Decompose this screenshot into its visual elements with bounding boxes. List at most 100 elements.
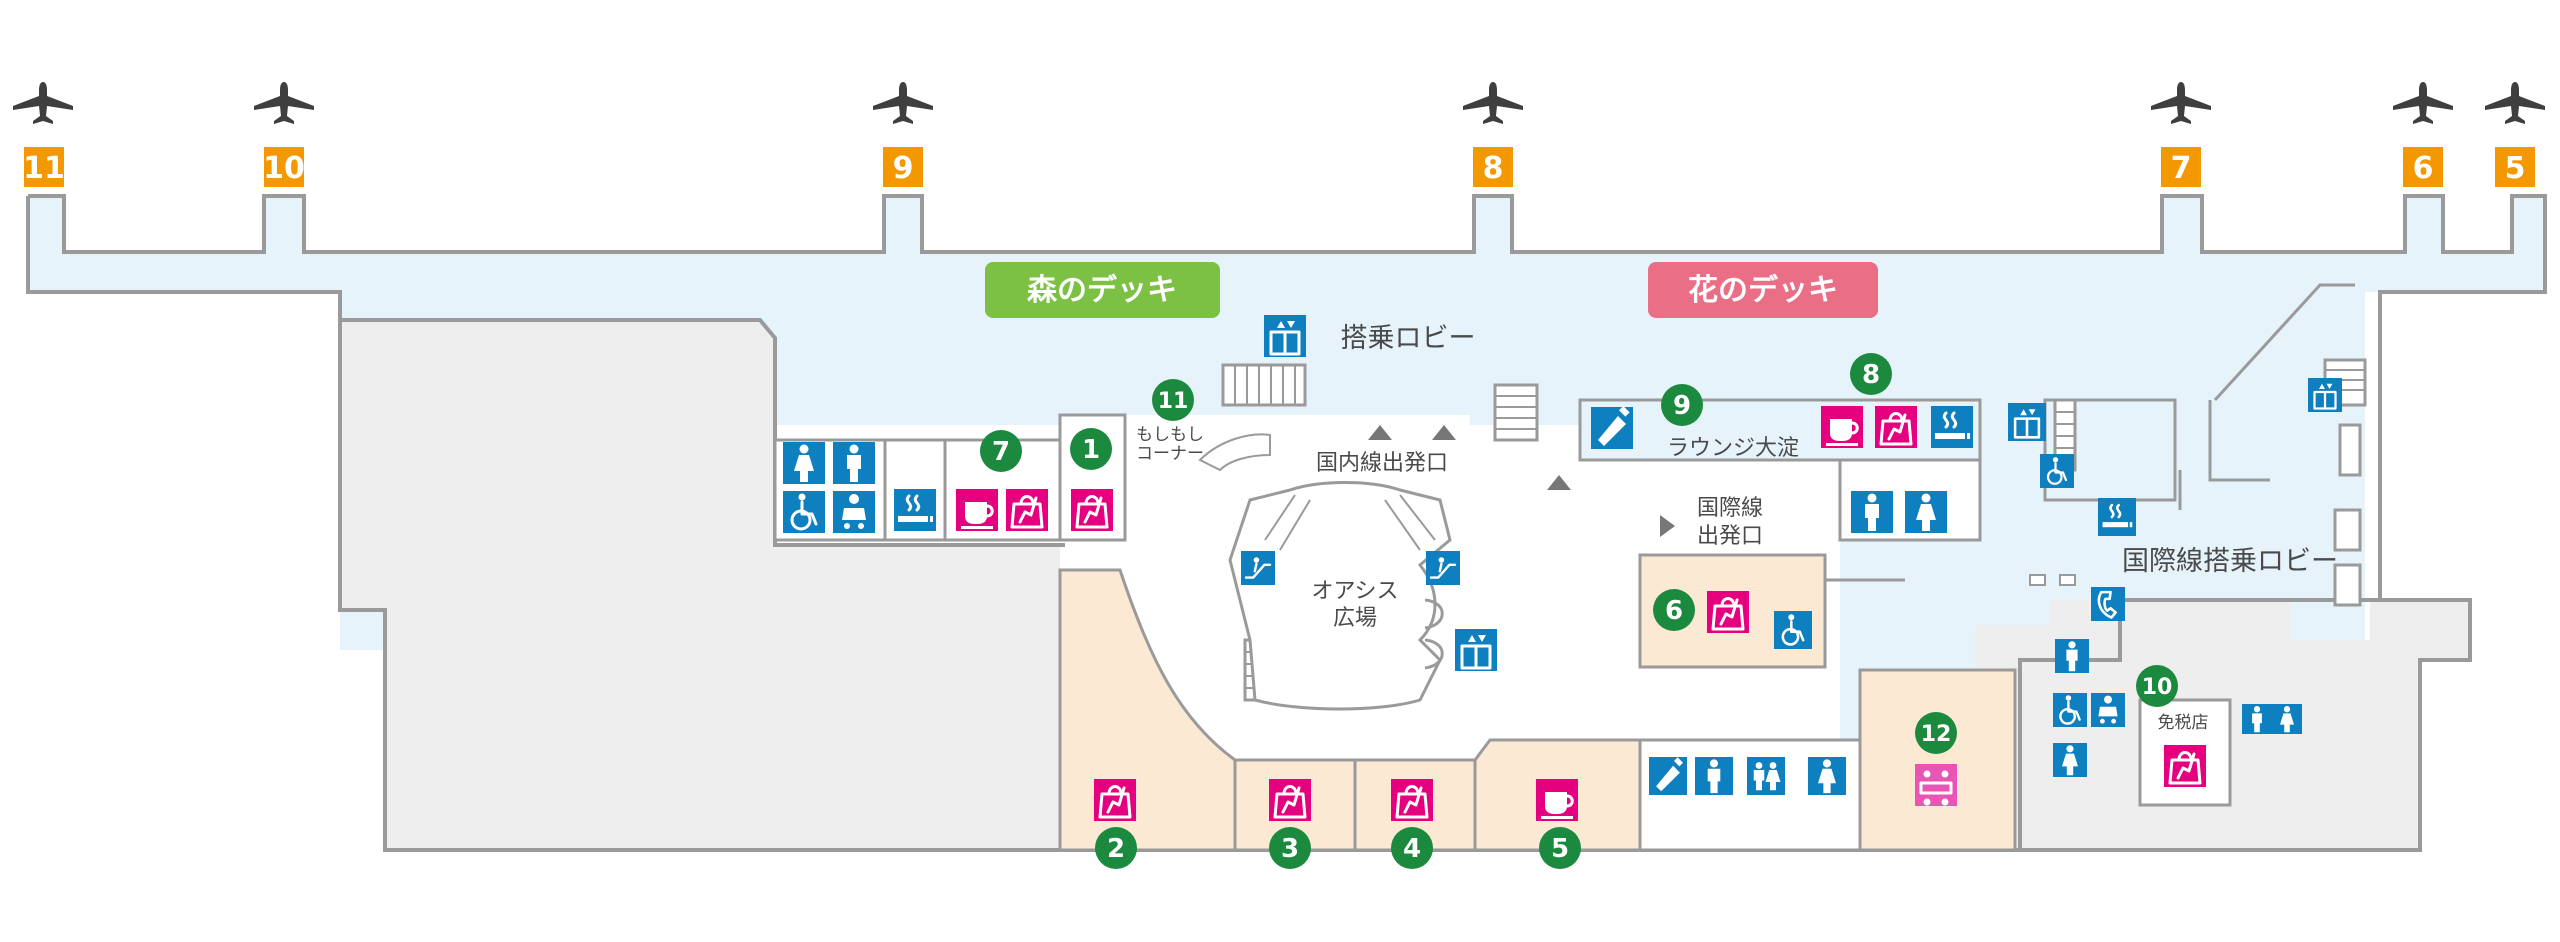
airplane-icon bbox=[873, 82, 933, 124]
marker-4[interactable]: 4 bbox=[1391, 827, 1433, 869]
svg-text:8: 8 bbox=[1862, 360, 1880, 390]
escalator-icon[interactable] bbox=[1241, 551, 1275, 585]
marker-1[interactable]: 1 bbox=[1070, 428, 1112, 470]
womens-restroom-icon[interactable] bbox=[783, 442, 825, 484]
mens-restroom-icon[interactable] bbox=[2242, 704, 2272, 734]
svg-text:4: 4 bbox=[1403, 834, 1421, 864]
facility-icons-intl-lobby bbox=[2008, 378, 2342, 787]
oasis-plaza-label-1: オアシス bbox=[1311, 579, 1398, 604]
svg-text:3: 3 bbox=[1281, 834, 1299, 864]
marker-2[interactable]: 2 bbox=[1095, 827, 1137, 869]
airplane-icons bbox=[13, 82, 2545, 124]
gate-10-badge[interactable]: 10 bbox=[263, 147, 305, 187]
exit-direction-markers bbox=[1368, 425, 1675, 537]
gate-8-badge[interactable]: 8 bbox=[1473, 147, 1513, 187]
accessible-restroom-icon[interactable] bbox=[2040, 454, 2074, 488]
airplane-icon bbox=[254, 82, 314, 124]
nursing-room-icon[interactable] bbox=[2091, 693, 2125, 727]
meeting-room-icon[interactable] bbox=[1915, 764, 1957, 807]
area-labels: 搭乗ロビー もしもし コーナー 国内線出発口 オアシス 広場 ラウンジ大淀 国際… bbox=[1136, 323, 2338, 733]
svg-text:11: 11 bbox=[1158, 389, 1189, 414]
shop-bag-icon[interactable] bbox=[1006, 489, 1048, 531]
duty-free-label: 免税店 bbox=[2158, 713, 2209, 733]
facility-icons-intl-exit bbox=[1707, 591, 1812, 649]
shop-bag-icon[interactable] bbox=[1094, 779, 1136, 821]
mens-restroom-icon[interactable] bbox=[1851, 491, 1893, 533]
shop-bag-icon[interactable] bbox=[1391, 779, 1433, 821]
svg-text:7: 7 bbox=[2171, 151, 2192, 186]
mori-deck-badge[interactable]: 森のデッキ bbox=[985, 262, 1220, 318]
marker-12[interactable]: 12 bbox=[1915, 712, 1957, 754]
telephone-icon[interactable] bbox=[2091, 587, 2125, 621]
gate-7-badge[interactable]: 7 bbox=[2161, 147, 2201, 187]
accessible-restroom-icon[interactable] bbox=[1774, 611, 1812, 649]
shop-bag-icon[interactable] bbox=[1875, 406, 1917, 448]
accessible-restroom-icon[interactable] bbox=[2053, 693, 2087, 727]
smoking-area-icon[interactable] bbox=[2098, 498, 2136, 536]
airplane-icon bbox=[2393, 82, 2453, 124]
womens-restroom-icon[interactable] bbox=[2272, 704, 2302, 734]
marker-11[interactable]: 11 bbox=[1152, 379, 1194, 421]
shop-bag-icon[interactable] bbox=[1269, 779, 1311, 821]
cafe-icon[interactable] bbox=[1821, 406, 1863, 448]
marker-7[interactable]: 7 bbox=[980, 430, 1022, 472]
gate-9-badge[interactable]: 9 bbox=[883, 147, 923, 187]
cafe-icon[interactable] bbox=[1536, 779, 1578, 821]
nursing-room-icon[interactable] bbox=[833, 491, 875, 533]
cafe-icon[interactable] bbox=[956, 489, 998, 531]
gate-badges: 11 10 9 8 7 6 5 bbox=[23, 147, 2535, 187]
boarding-lobby-label: 搭乗ロビー bbox=[1341, 323, 1476, 354]
oasis-plaza-label-2: 広場 bbox=[1333, 606, 1377, 631]
staircase-north bbox=[1221, 363, 1307, 407]
staircase-east bbox=[2053, 398, 2077, 472]
shop-bag-icon[interactable] bbox=[1707, 591, 1749, 633]
lounge-label: ラウンジ大淀 bbox=[1667, 436, 1799, 461]
mens-restroom-icon[interactable] bbox=[1695, 757, 1733, 795]
airplane-icon bbox=[2151, 82, 2211, 124]
smoking-area-icon[interactable] bbox=[1931, 406, 1973, 448]
svg-text:森のデッキ: 森のデッキ bbox=[1027, 273, 1177, 308]
hana-deck-badge[interactable]: 花のデッキ bbox=[1648, 262, 1878, 318]
elevator-icon[interactable] bbox=[1264, 315, 1306, 357]
marker-8[interactable]: 8 bbox=[1850, 353, 1892, 395]
womens-restroom-icon[interactable] bbox=[2053, 743, 2087, 777]
elevator-icon[interactable] bbox=[1455, 629, 1497, 671]
restricted-area-left bbox=[340, 320, 1060, 850]
intl-exit-label-1: 国際線 bbox=[1697, 496, 1763, 521]
svg-text:9: 9 bbox=[1673, 391, 1691, 421]
svg-text:8: 8 bbox=[1483, 151, 1504, 186]
svg-text:9: 9 bbox=[893, 151, 914, 186]
marker-3[interactable]: 3 bbox=[1269, 827, 1311, 869]
elevator-icon[interactable] bbox=[2308, 378, 2342, 412]
elevator-icon[interactable] bbox=[2008, 403, 2046, 441]
drinking-water-icon[interactable] bbox=[1591, 406, 1633, 449]
svg-text:2: 2 bbox=[1107, 834, 1125, 864]
shop-bag-icon[interactable] bbox=[1071, 489, 1113, 531]
airplane-icon bbox=[2485, 82, 2545, 124]
svg-text:10: 10 bbox=[263, 151, 305, 186]
drinking-water-icon[interactable] bbox=[1649, 757, 1687, 795]
gate-5-badge[interactable]: 5 bbox=[2495, 147, 2535, 187]
womens-restroom-icon[interactable] bbox=[1905, 491, 1947, 533]
marker-6[interactable]: 6 bbox=[1653, 589, 1695, 631]
escalator-icon[interactable] bbox=[1426, 551, 1460, 585]
domestic-exit-label: 国内線出発口 bbox=[1316, 451, 1448, 476]
mens-restroom-icon[interactable] bbox=[2055, 639, 2089, 673]
marker-10[interactable]: 10 bbox=[2136, 665, 2178, 707]
mens-restroom-icon[interactable] bbox=[833, 442, 875, 484]
family-restroom-icon[interactable] bbox=[1747, 757, 1785, 795]
marker-9[interactable]: 9 bbox=[1661, 384, 1703, 426]
smoking-area-icon[interactable] bbox=[894, 489, 936, 531]
marker-5[interactable]: 5 bbox=[1539, 827, 1581, 869]
intl-boarding-lobby-label: 国際線搭乗ロビー bbox=[2122, 546, 2338, 577]
accessible-restroom-icon[interactable] bbox=[783, 491, 825, 533]
gate-6-badge[interactable]: 6 bbox=[2403, 147, 2443, 187]
svg-text:花のデッキ: 花のデッキ bbox=[1688, 273, 1838, 308]
womens-restroom-icon[interactable] bbox=[1808, 757, 1846, 795]
svg-text:1: 1 bbox=[1082, 435, 1100, 465]
shop-bag-icon[interactable] bbox=[2164, 745, 2206, 787]
svg-text:6: 6 bbox=[2413, 151, 2434, 186]
gate-11-badge[interactable]: 11 bbox=[23, 147, 65, 187]
moshimoshi-corner-label-2: コーナー bbox=[1136, 444, 1204, 464]
